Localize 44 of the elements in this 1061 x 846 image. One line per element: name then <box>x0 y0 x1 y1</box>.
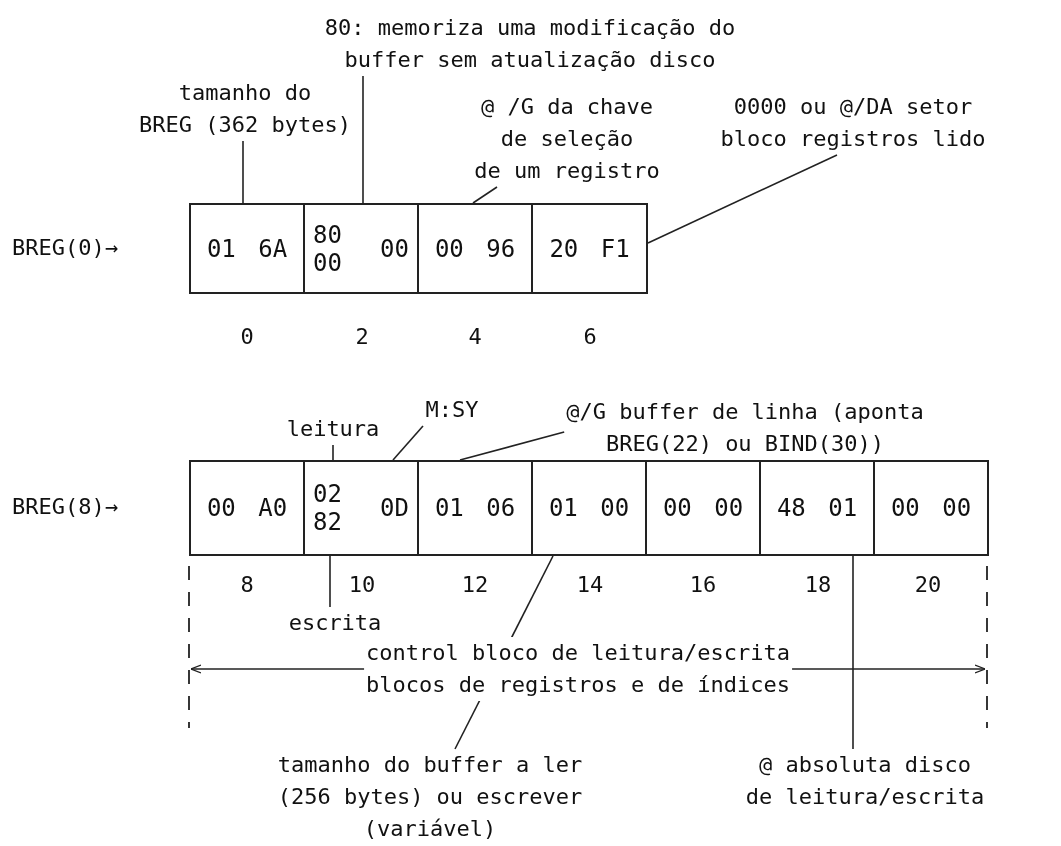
leader-line <box>362 75 364 204</box>
cell-value: 80 00 <box>313 220 342 277</box>
memory-cell <box>531 203 648 294</box>
cell-value: 01 06 <box>434 494 516 522</box>
cell-value: 0D <box>380 494 409 522</box>
cell-value: 01 6A <box>206 234 288 263</box>
dimension-label: control bloco de leitura/escrita blocos de registros e de índices <box>364 637 792 701</box>
memory-cell <box>189 460 305 556</box>
cell-value: 00 96 <box>434 234 516 263</box>
memory-cell <box>417 203 533 294</box>
annotation-text: tamanho do BREG (362 bytes) <box>137 77 353 141</box>
cell-value: 01 00 <box>548 494 630 522</box>
annotation-text: 0000 ou @/DA setor bloco registros lido <box>718 91 988 155</box>
memory-cell <box>645 460 761 556</box>
cell-value: 20 F1 <box>549 234 630 263</box>
cell-value: 00 00 <box>662 494 744 522</box>
annotation-text: M:SY <box>423 394 481 426</box>
annotation-text: @ /G da chave de seleção de um registro <box>472 91 662 187</box>
annotation-text: 80: memoriza uma modificação do buffer sem atualização disco <box>322 12 738 76</box>
annotation-text: escrita <box>286 607 384 639</box>
cell-value: 02 82 <box>313 480 342 536</box>
memory-cell <box>303 460 419 556</box>
leader-line <box>459 431 565 461</box>
leader-line <box>852 555 854 750</box>
memory-cell <box>531 460 647 556</box>
annotation-text: @/G buffer de linha (aponta BREG(22) ou BIND(30)) <box>564 396 926 460</box>
leader-line <box>242 140 244 204</box>
leader-line <box>472 186 498 204</box>
annotation-text: leitura <box>284 413 382 445</box>
annotation-text: @ absoluta disco de leitura/escrita <box>743 749 987 813</box>
memory-cell <box>303 203 419 294</box>
cell-value: 00 00 <box>890 494 972 522</box>
leader-line <box>329 555 331 608</box>
memory-cell <box>873 460 989 556</box>
leader-line <box>332 444 334 461</box>
leader-line <box>392 425 424 461</box>
cell-value: 00 <box>380 234 409 263</box>
memory-cell <box>417 460 533 556</box>
leader-line <box>647 154 838 244</box>
cell-value: 00 A0 <box>206 494 288 522</box>
memory-cell <box>189 203 305 294</box>
annotation-text: tamanho do buffer a ler (256 bytes) ou escrever (variável) <box>275 749 585 845</box>
cell-value: 48 01 <box>776 494 858 522</box>
memory-cell <box>759 460 875 556</box>
